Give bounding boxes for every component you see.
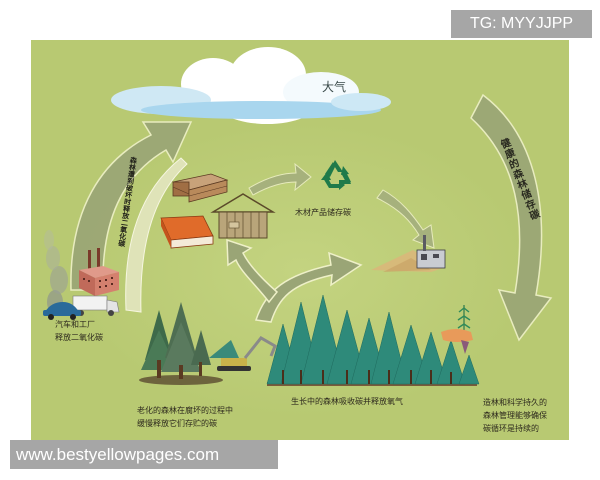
hand-seedling-icon	[441, 305, 473, 354]
watermark-top: TG: MYYJJPP	[451, 10, 592, 38]
old-forest-label-line2: 缓慢释放它们存贮的碳	[137, 419, 217, 428]
sawdust-mill-icon	[371, 235, 446, 272]
arrow-to-recycle-icon	[248, 162, 312, 196]
book-icon	[160, 215, 214, 249]
diagram-graphics	[43, 47, 553, 386]
watermark-bottom: www.bestyellowpages.com	[10, 440, 278, 469]
old-forest-label-line1: 老化的森林在腐坏的过程中	[137, 406, 233, 415]
excavator-icon	[209, 336, 277, 371]
lumber-icon	[171, 173, 229, 203]
old-trees-icon	[139, 302, 223, 385]
emissions-label-line1: 汽车和工厂	[55, 320, 95, 329]
wooden-house-icon	[210, 193, 276, 239]
atmosphere-label: 大气	[322, 80, 347, 94]
cloud-icon	[111, 47, 391, 124]
emissions-label-line2: 释放二氧化碳	[55, 333, 103, 342]
smoke-icon	[44, 230, 68, 314]
growing-forest-label: 生长中的森林吸收碳并释放氧气	[291, 397, 403, 406]
curved-arrow-up-icon	[70, 121, 193, 313]
factory-icon	[79, 248, 119, 296]
forked-arrow-icon	[226, 238, 363, 323]
forest-icon	[266, 294, 480, 386]
sustainable-label-line1: 造林和科学持久的	[483, 398, 547, 407]
recycle-icon	[321, 160, 351, 190]
wood-products-label: 木材产品储存碳	[295, 208, 351, 217]
carbon-cycle-diagram: 木材产品储存碳 健康的森林储存碳 森林遭到破坏时释放二氧化碳 汽车和工厂 释放二…	[31, 40, 569, 440]
sustainable-label-line3: 碳循环是持续的	[483, 424, 539, 433]
car-icon	[43, 302, 81, 320]
curved-arrow-down-icon	[470, 93, 553, 342]
sustainable-label-line2: 森林管理能够确保	[483, 411, 547, 420]
